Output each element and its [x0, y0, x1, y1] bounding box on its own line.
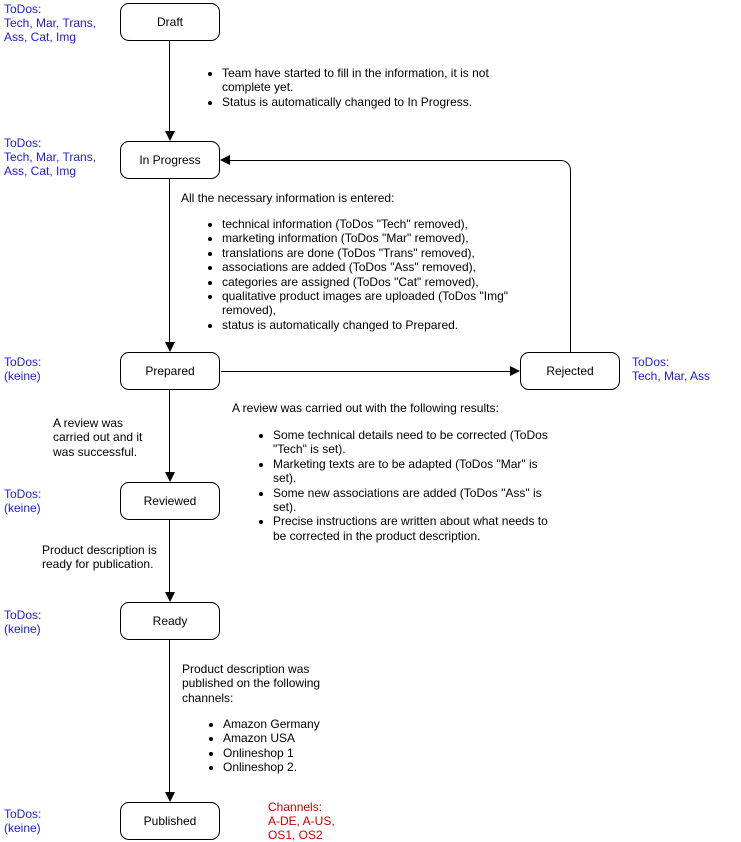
list-item: Onlineshop 2.	[223, 760, 443, 774]
note-review-success: A review was carried out and it was succ…	[53, 416, 143, 459]
todo-line: (keine)	[4, 369, 41, 383]
list-item: translations are done (ToDos "Trans" rem…	[222, 246, 538, 260]
node-label: Reviewed	[143, 494, 197, 508]
connector-line	[169, 179, 171, 343]
note-published-list: Amazon Germany Amazon USA Onlineshop 1 O…	[197, 717, 443, 775]
connector-line	[221, 371, 511, 373]
todo-line: ToDos:	[4, 487, 42, 501]
node-reviewed: Reviewed	[120, 482, 220, 520]
arrowhead-down-icon	[165, 131, 175, 141]
todo-label-prepared: ToDos: (keine)	[4, 355, 41, 383]
note-entered-intro: All the necessary information is entered…	[181, 191, 395, 205]
note-review-results-intro: A review was carried out with the follow…	[232, 401, 499, 415]
list-item: status is automatically changed to Prepa…	[222, 318, 538, 332]
list-item: Onlineshop 1	[223, 746, 443, 760]
channels-label: Channels: A-DE, A-US, OS1, OS2	[268, 800, 335, 842]
todo-label-in-progress: ToDos: Tech, Mar, Trans, Ass, Cat, Img	[4, 136, 96, 178]
node-rejected: Rejected	[520, 352, 620, 390]
todo-line: ToDos:	[4, 136, 42, 150]
node-label: Published	[143, 814, 197, 828]
note-entered-list: technical information (ToDos "Tech" remo…	[196, 217, 538, 332]
todo-line: ToDos:	[632, 355, 670, 369]
list-item: technical information (ToDos "Tech" remo…	[222, 217, 538, 231]
connector-line	[169, 390, 171, 473]
list-item: Some new associations are added (ToDos "…	[273, 486, 557, 515]
todo-line: Tech, Mar, Ass	[632, 369, 711, 383]
todo-line: (keine)	[4, 821, 41, 835]
connector-line	[169, 640, 171, 793]
note-ready: Product description is ready for publica…	[42, 543, 157, 572]
todo-label-ready: ToDos: (keine)	[4, 608, 41, 636]
note-published-intro: Product description was published on the…	[182, 662, 321, 705]
todo-line: Tech, Mar, Trans,	[4, 16, 97, 30]
list-item: Team have started to fill in the informa…	[222, 66, 536, 95]
list-item: qualitative product images are uploaded …	[222, 289, 538, 318]
node-prepared: Prepared	[120, 352, 220, 390]
node-label: Prepared	[145, 364, 195, 378]
todo-line: Tech, Mar, Trans,	[4, 150, 97, 164]
todo-line: ToDos:	[4, 608, 42, 622]
todo-line: (keine)	[4, 622, 41, 636]
todo-line: ToDos:	[4, 355, 42, 369]
list-item: associations are added (ToDos "Ass" remo…	[222, 260, 538, 274]
connector-line	[169, 41, 171, 132]
list-item: Precise instructions are written about w…	[273, 514, 557, 543]
arrowhead-down-icon	[165, 472, 175, 482]
arrowhead-down-icon	[165, 792, 175, 802]
arrowhead-right-icon	[510, 366, 520, 376]
channels-line: Channels:	[268, 800, 323, 814]
arrowhead-down-icon	[165, 592, 175, 602]
todo-line: ToDos:	[4, 807, 42, 821]
todo-line: ToDos:	[4, 2, 42, 16]
node-label: Draft	[156, 15, 183, 29]
list-item: Marketing texts are to be adapted (ToDos…	[273, 457, 557, 486]
todo-label-reviewed: ToDos: (keine)	[4, 487, 41, 515]
arrowhead-left-icon	[220, 155, 230, 165]
note-draft-transition-list: Team have started to fill in the informa…	[196, 66, 536, 109]
arrowhead-down-icon	[165, 342, 175, 352]
node-published: Published	[120, 802, 220, 840]
list-item: marketing information (ToDos "Mar" remov…	[222, 231, 538, 245]
node-label: In Progress	[139, 153, 201, 167]
note-review-results-list: Some technical details need to be correc…	[247, 428, 557, 543]
todo-label-published: ToDos: (keine)	[4, 807, 41, 835]
channels-line: OS1, OS2	[268, 828, 323, 842]
node-ready: Ready	[120, 602, 220, 640]
node-in-progress: In Progress	[120, 141, 220, 179]
todo-label-rejected: ToDos: Tech, Mar, Ass	[632, 355, 710, 383]
todo-label-draft: ToDos: Tech, Mar, Trans, Ass, Cat, Img	[4, 2, 96, 44]
todo-line: (keine)	[4, 501, 41, 515]
list-item: categories are assigned (ToDos "Cat" rem…	[222, 275, 538, 289]
list-item: Amazon USA	[223, 731, 443, 745]
node-draft: Draft	[120, 3, 220, 41]
channels-line: A-DE, A-US,	[268, 814, 335, 828]
list-item: Some technical details need to be correc…	[273, 428, 557, 457]
node-label: Ready	[152, 614, 188, 628]
todo-line: Ass, Cat, Img	[4, 30, 77, 44]
node-label: Rejected	[546, 364, 594, 378]
list-item: Status is automatically changed to In Pr…	[222, 95, 536, 109]
list-item: Amazon Germany	[223, 717, 443, 731]
todo-line: Ass, Cat, Img	[4, 164, 77, 178]
